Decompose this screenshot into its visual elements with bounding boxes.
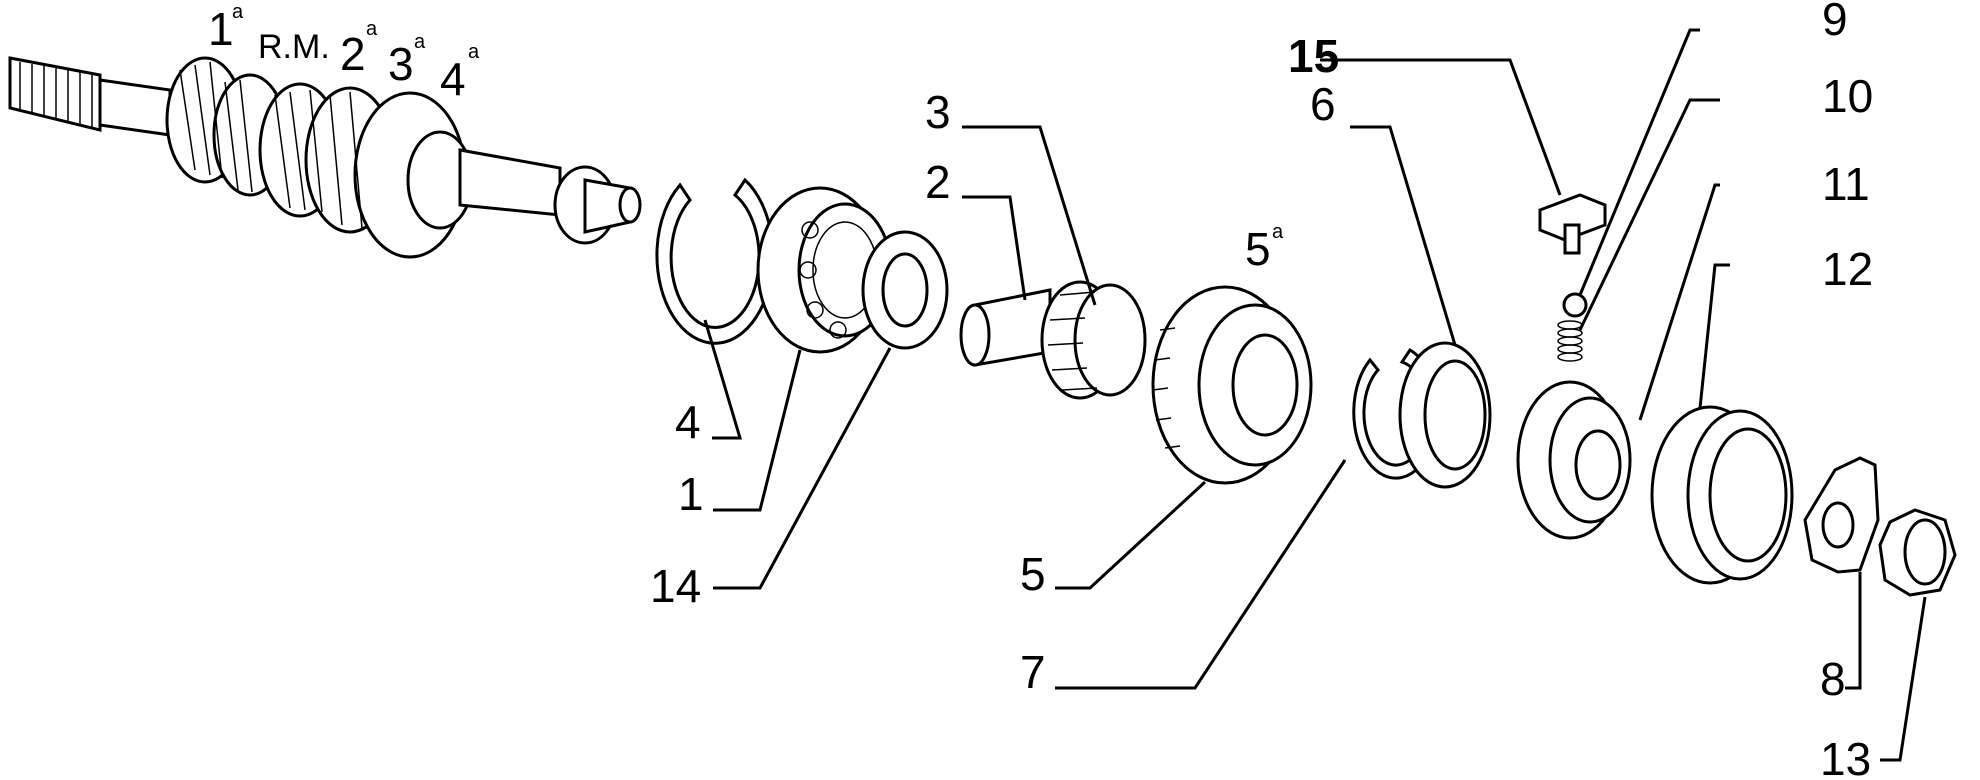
- label-8: 8: [1820, 653, 1846, 705]
- circlip-part-4: [655, 177, 775, 345]
- gear-part-5: [1151, 285, 1313, 485]
- gear-mark-1st-sup: a: [232, 1, 244, 23]
- gear-mark-4th-sup: a: [468, 41, 480, 63]
- sleeve-part-2: [959, 288, 1052, 367]
- plate-part-8: [1803, 456, 1880, 574]
- label-5: 5: [1020, 548, 1046, 600]
- gear-mark-reverse: R.M.: [258, 28, 330, 66]
- gear-mark-5th: 5: [1245, 223, 1271, 275]
- sliding-sleeve-part-12: [1650, 405, 1794, 585]
- label-7: 7: [1020, 646, 1046, 698]
- selector-block-part-15: [1538, 193, 1607, 255]
- synchro-hub-part-11: [1516, 380, 1632, 540]
- ball-part-9: [1562, 292, 1588, 318]
- gear-mark-4th: 4: [440, 53, 466, 105]
- leader-lines: [703, 28, 1927, 762]
- synchro-ring-part-6: [1398, 341, 1492, 489]
- gear-mark-2nd-sup: a: [366, 18, 378, 40]
- label-3: 3: [925, 86, 951, 138]
- label-12: 12: [1822, 243, 1873, 295]
- label-4: 4: [675, 396, 701, 448]
- label-2: 2: [925, 156, 951, 208]
- label-11: 11: [1822, 158, 1870, 210]
- gear-mark-2nd: 2: [340, 28, 366, 80]
- ring-part-14: [861, 230, 949, 350]
- label-9: 9: [1822, 0, 1848, 45]
- main-shaft-assembly: [8, 56, 642, 259]
- gear-mark-5th-sup: a: [1272, 221, 1284, 243]
- gear-mark-1st: 1: [208, 3, 234, 55]
- label-13: 13: [1820, 733, 1871, 780]
- label-1: 1: [678, 468, 704, 520]
- label-14: 14: [650, 560, 701, 612]
- spring-part-10: [1557, 320, 1583, 362]
- nut-part-13: [1878, 508, 1957, 597]
- gear-designations: 1 a R.M. 2 a 3 a 4 a 5 a: [208, 1, 1284, 275]
- snap-ring-part-7: [1352, 348, 1440, 480]
- part-labels: 4 1 14 2 3 5 7 6 15 9 10 11 12 8 13: [650, 0, 1873, 780]
- needle-bearing-part-3: [1040, 280, 1147, 400]
- gear-mark-3rd: 3: [388, 38, 414, 90]
- label-15: 15: [1288, 30, 1339, 82]
- label-6: 6: [1310, 78, 1336, 130]
- label-10: 10: [1822, 70, 1873, 122]
- gear-mark-3rd-sup: a: [414, 31, 426, 53]
